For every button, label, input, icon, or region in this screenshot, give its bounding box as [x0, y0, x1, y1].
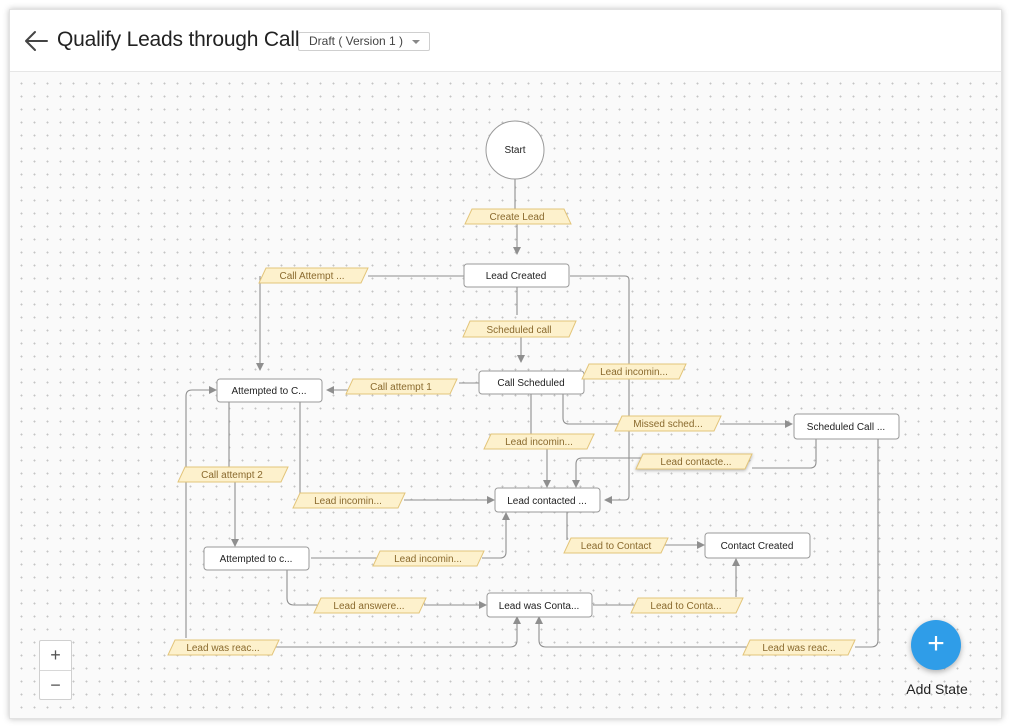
transition-create-lead[interactable]: Create Lead	[464, 208, 572, 225]
transition-lead-incoming-low-label: Lead incomin...	[394, 554, 462, 565]
state-lead-contacted[interactable]: Lead contacted ...	[494, 487, 601, 513]
transition-lead-incoming-mid[interactable]: Lead incomin...	[483, 433, 595, 450]
page-title: Qualify Leads through Call	[57, 28, 300, 51]
header-bar: Qualify Leads through Call Draft ( Versi…	[10, 10, 1001, 72]
workflow-diagram: Start Lead Created Call Scheduled Attemp…	[167, 120, 900, 656]
transition-call-attempt-2-label: Call attempt 2	[201, 470, 263, 481]
state-lead-was-contacted[interactable]: Lead was Conta...	[486, 592, 593, 618]
edge-attempted2-lead-answered	[286, 570, 320, 606]
transition-lead-incoming-left-label: Lead incomin...	[314, 496, 382, 507]
chevron-down-icon	[412, 39, 421, 44]
edge-lead-created-lead-contacted	[570, 275, 630, 504]
state-scheduled-call-label: Scheduled Call ...	[807, 422, 885, 433]
state-call-scheduled-label: Call Scheduled	[497, 378, 564, 389]
transition-lead-to-contact-1-label: Lead to Contact	[581, 541, 652, 552]
transition-lead-answered[interactable]: Lead answere...	[313, 597, 427, 614]
state-lead-created-label: Lead Created	[486, 271, 547, 282]
transition-call-attempt-2[interactable]: Call attempt 2	[177, 466, 289, 483]
transition-missed-scheduled-label: Missed sched...	[633, 419, 702, 430]
transition-lead-was-reached-right[interactable]: Lead was reac...	[742, 639, 856, 656]
transition-call-attempt-top-label: Call Attempt ...	[279, 271, 344, 282]
edge-lead-was-reached-left-attempted1	[185, 386, 217, 638]
edge-call-scheduled-missed	[562, 394, 622, 425]
transition-lead-incoming-left[interactable]: Lead incomin...	[292, 492, 406, 509]
back-arrow-icon[interactable]	[24, 30, 50, 52]
transition-scheduled-call[interactable]: Scheduled call	[462, 320, 577, 338]
version-label: Draft ( Version 1 )	[309, 34, 404, 48]
state-attempted-1-label: Attempted to C...	[231, 386, 306, 397]
transition-lead-to-contact-1[interactable]: Lead to Contact	[563, 537, 669, 554]
state-attempted-2-label: Attempted to c...	[220, 554, 293, 565]
transition-missed-scheduled[interactable]: Missed sched...	[614, 415, 722, 432]
edge-lead-was-reached-right-lead-was-contacted	[535, 616, 751, 648]
transition-lead-contacted[interactable]: Lead contacte...	[635, 453, 753, 470]
zoom-controls: + −	[39, 640, 72, 700]
transition-lead-answered-label: Lead answere...	[333, 601, 404, 612]
transition-lead-was-reached-left-label: Lead was reac...	[186, 643, 259, 654]
edge-scheduled-call-lead-contacted	[752, 439, 817, 469]
edges	[185, 179, 879, 648]
diagram-canvas[interactable]: Start Lead Created Call Scheduled Attemp…	[10, 72, 1001, 718]
state-start[interactable]: Start	[485, 120, 545, 180]
state-attempted-to-call-1[interactable]: Attempted to C...	[216, 378, 323, 403]
add-state-label: Add State	[906, 681, 968, 697]
state-scheduled-call[interactable]: Scheduled Call ...	[793, 413, 900, 440]
edge-lead-contacted-t-lead-contacted	[572, 457, 644, 488]
state-call-scheduled[interactable]: Call Scheduled	[478, 370, 585, 395]
plus-icon: +	[927, 627, 945, 660]
state-lead-contacted-label: Lead contacted ...	[507, 496, 587, 507]
workflow-window: Qualify Leads through Call Draft ( Versi…	[9, 9, 1002, 719]
zoom-out-button[interactable]: −	[40, 670, 71, 700]
transition-lead-incoming-mid-label: Lead incomin...	[505, 437, 573, 448]
state-attempted-to-call-2[interactable]: Attempted to c...	[203, 546, 310, 571]
transition-lead-to-contact-2-label: Lead to Conta...	[650, 601, 721, 612]
add-state-button[interactable]: +	[911, 620, 961, 670]
transition-lead-incoming-right[interactable]: Lead incomin...	[581, 363, 687, 380]
transition-lead-contacted-label: Lead contacte...	[660, 457, 731, 468]
edge-lead-was-reached-left-lead-was-contacted	[276, 616, 521, 648]
zoom-in-button[interactable]: +	[50, 645, 61, 665]
state-lead-created[interactable]: Lead Created	[463, 263, 570, 288]
transition-lead-was-reached-right-label: Lead was reac...	[762, 643, 835, 654]
transition-call-attempt-top[interactable]: Call Attempt ...	[258, 267, 369, 284]
state-lead-was-contacted-label: Lead was Conta...	[499, 601, 580, 612]
transition-scheduled-call-label: Scheduled call	[486, 325, 551, 336]
transition-lead-was-reached-left[interactable]: Lead was reac...	[167, 639, 280, 656]
transition-lead-to-contact-2[interactable]: Lead to Conta...	[630, 597, 744, 614]
transition-lead-incoming-right-label: Lead incomin...	[600, 367, 668, 378]
transition-call-attempt-1-label: Call attempt 1	[370, 382, 432, 393]
state-contact-created[interactable]: Contact Created	[704, 532, 811, 559]
edge-scheduled-call-lead-was-reached-right	[855, 439, 879, 648]
transition-lead-incoming-low[interactable]: Lead incomin...	[372, 550, 485, 567]
transition-call-attempt-1[interactable]: Call attempt 1	[345, 378, 458, 395]
edge-lead-incoming-low-lead-contacted	[482, 512, 510, 559]
version-dropdown[interactable]: Draft ( Version 1 )	[298, 32, 431, 51]
transition-create-lead-label: Create Lead	[489, 212, 544, 223]
state-contact-created-label: Contact Created	[721, 541, 794, 552]
state-start-label: Start	[504, 145, 525, 156]
